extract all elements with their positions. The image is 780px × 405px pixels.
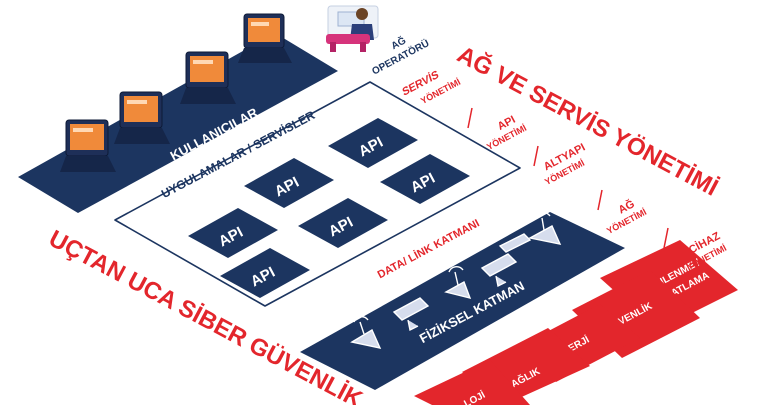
- api-tile: API: [298, 198, 388, 248]
- api-tile: API: [188, 208, 278, 258]
- camera-icon: [480, 253, 518, 288]
- physical-layer-platform: [300, 212, 625, 390]
- sector-strip-logistics: LOJİ: [414, 360, 530, 405]
- operator-figure: [326, 5, 379, 52]
- separator: [597, 189, 603, 211]
- antenna-icon: [527, 212, 562, 245]
- separator: [533, 145, 539, 167]
- camera-icon: [392, 297, 430, 332]
- api-tile: API: [380, 154, 470, 204]
- separator: [467, 107, 473, 129]
- laptop-icon: [60, 119, 116, 172]
- antenna-icon: [350, 316, 382, 349]
- api-tile: API: [220, 248, 310, 298]
- api-tile: API: [328, 118, 418, 168]
- laptop-icon: [180, 51, 236, 104]
- api-tile: API: [244, 158, 334, 208]
- laptop-icon: [238, 13, 292, 63]
- antenna-icon: [444, 266, 472, 300]
- laptop-icon: [114, 91, 170, 144]
- separator: [663, 227, 669, 249]
- camera-icon: [498, 233, 532, 253]
